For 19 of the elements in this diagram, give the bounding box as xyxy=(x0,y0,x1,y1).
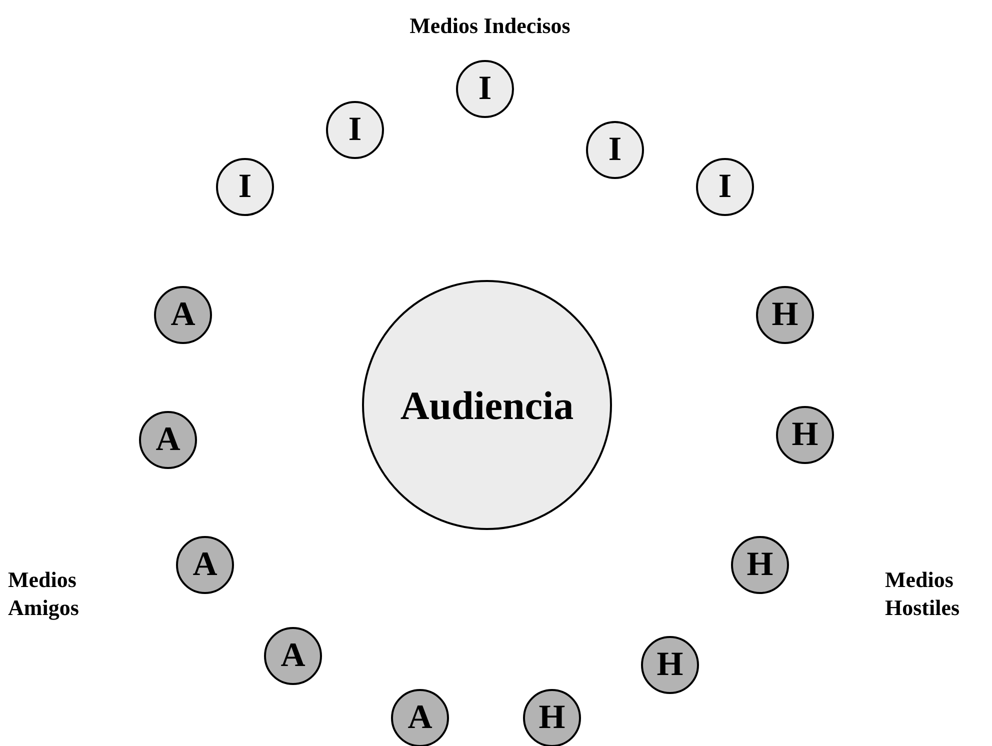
group-label: Medios Hostiles xyxy=(885,566,961,622)
node-label: A xyxy=(170,296,196,334)
node-label: I xyxy=(238,168,252,206)
node-label: I xyxy=(348,111,362,149)
node-label: Audiencia xyxy=(400,382,574,428)
node-label: A xyxy=(192,546,218,584)
node-label: I xyxy=(608,131,622,169)
node-label: H xyxy=(746,546,774,584)
node-label: A xyxy=(156,421,180,459)
node-label: I xyxy=(478,70,492,108)
node-label: H xyxy=(792,416,818,454)
node-label: H xyxy=(772,296,798,334)
node-label: A xyxy=(280,637,306,675)
node-label: A xyxy=(408,699,432,737)
group-label: Medios Indecisos xyxy=(408,12,572,40)
node-label: H xyxy=(656,646,684,684)
node-label: I xyxy=(718,168,732,206)
group-label: Medios Amigos xyxy=(8,566,80,622)
node-label: H xyxy=(538,699,566,737)
